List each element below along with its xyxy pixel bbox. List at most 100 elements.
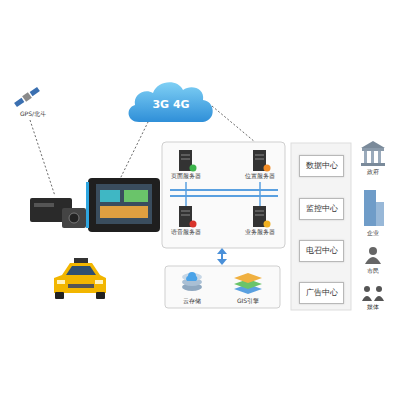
cloud-glyph xyxy=(186,272,197,281)
solar-panel xyxy=(30,87,40,96)
arrow-head xyxy=(217,259,227,265)
caption-text: 媒体 xyxy=(367,304,379,310)
tower xyxy=(364,190,376,226)
icon-caption: GIS引擎 xyxy=(228,296,268,306)
server-group-box xyxy=(162,142,285,248)
center-label: 电召中心 xyxy=(306,247,338,255)
server-stripe xyxy=(181,155,190,156)
person-body xyxy=(362,296,372,301)
server-stripe xyxy=(255,211,264,212)
government-icon xyxy=(361,141,385,166)
car-grille xyxy=(68,284,94,288)
caption-text: 页面服务器 xyxy=(171,174,201,180)
server-stripe xyxy=(181,215,190,216)
headlight xyxy=(95,280,103,284)
person-head xyxy=(364,286,370,292)
icon-caption: 业务服务器 xyxy=(241,228,279,237)
taxi-car xyxy=(54,258,106,299)
disk-layer xyxy=(182,273,202,281)
server-icon xyxy=(179,150,197,172)
server-badge xyxy=(264,165,271,172)
person-body xyxy=(365,257,381,264)
satellite-body xyxy=(22,92,32,102)
center-panel xyxy=(291,143,351,310)
beam xyxy=(362,148,384,151)
base xyxy=(361,163,385,166)
headlight xyxy=(57,280,65,284)
person-head xyxy=(369,247,377,255)
person-body xyxy=(374,296,384,301)
signal-line xyxy=(120,118,150,179)
pillar xyxy=(378,151,381,163)
center-box: 监控中心 xyxy=(299,198,344,220)
server-icon xyxy=(179,206,197,228)
signal-line xyxy=(212,106,255,142)
caption-text: 语音服务器 xyxy=(171,230,201,236)
person-head xyxy=(376,286,382,292)
roof xyxy=(361,141,385,148)
center-label: 监控中心 xyxy=(306,205,338,213)
network-label: 3G 4G xyxy=(152,99,189,110)
terminal-slot xyxy=(34,203,54,207)
caption-text: 政府 xyxy=(367,169,379,175)
network-link xyxy=(185,182,187,206)
icon-caption: GPS/北斗 xyxy=(6,108,60,120)
screen-tile xyxy=(100,206,148,218)
car-wheel xyxy=(96,292,105,299)
server-badge xyxy=(190,221,197,228)
icon-caption: 媒体 xyxy=(356,302,390,312)
server-icon xyxy=(253,150,271,172)
camera-unit xyxy=(62,208,86,228)
caption-text: 位置服务器 xyxy=(245,174,275,180)
server-stripe xyxy=(255,159,264,160)
map-layer xyxy=(234,273,262,283)
server-stripe xyxy=(255,215,264,216)
satellite-icon xyxy=(14,86,41,108)
icon-caption: 市民 xyxy=(356,266,390,276)
enterprise-icon xyxy=(364,190,384,226)
server-stripe xyxy=(181,159,190,160)
gis-engine-icon xyxy=(234,273,262,294)
caption-text: 云存储 xyxy=(183,298,201,304)
icon-caption: 位置服务器 xyxy=(241,172,279,181)
car-wheel xyxy=(55,292,64,299)
solar-panel xyxy=(14,98,24,107)
signal-line xyxy=(30,120,55,196)
server-badge xyxy=(190,165,197,172)
car-body xyxy=(54,263,106,293)
caption-text: 企业 xyxy=(367,230,379,236)
screen-tile xyxy=(100,190,120,202)
caption-text: GPS/北斗 xyxy=(20,111,46,117)
camera-lens xyxy=(69,213,79,223)
arrow-head xyxy=(217,248,227,254)
taxi-sign xyxy=(74,258,88,263)
server-stripe xyxy=(181,211,190,212)
network-link xyxy=(259,182,261,206)
pillar xyxy=(371,151,374,163)
icon-caption: 政府 xyxy=(356,167,390,177)
server-icon xyxy=(253,206,271,228)
car-window xyxy=(66,266,96,275)
storage-group-box xyxy=(165,266,280,308)
tablet-screen xyxy=(96,184,152,224)
icon-caption: 企业 xyxy=(356,228,390,238)
center-box: 电召中心 xyxy=(299,240,344,262)
icon-caption: 语音服务器 xyxy=(167,228,205,237)
server-badge xyxy=(264,221,271,228)
center-box: 数据中心 xyxy=(299,155,344,177)
server-stripe xyxy=(255,155,264,156)
network-cloud: 3G 4G xyxy=(125,78,217,124)
caption-text: GIS引擎 xyxy=(237,298,259,304)
caption-text: 业务服务器 xyxy=(245,230,275,236)
center-label: 数据中心 xyxy=(306,162,338,170)
citizen-icon xyxy=(365,247,381,264)
screen-tile xyxy=(124,190,148,202)
tablet-glow xyxy=(86,182,89,228)
center-box: 广告中心 xyxy=(299,282,344,304)
cloud-storage-icon xyxy=(182,272,202,291)
tablet-device xyxy=(88,178,160,232)
cloud-shape xyxy=(129,82,213,122)
tower xyxy=(376,202,384,226)
